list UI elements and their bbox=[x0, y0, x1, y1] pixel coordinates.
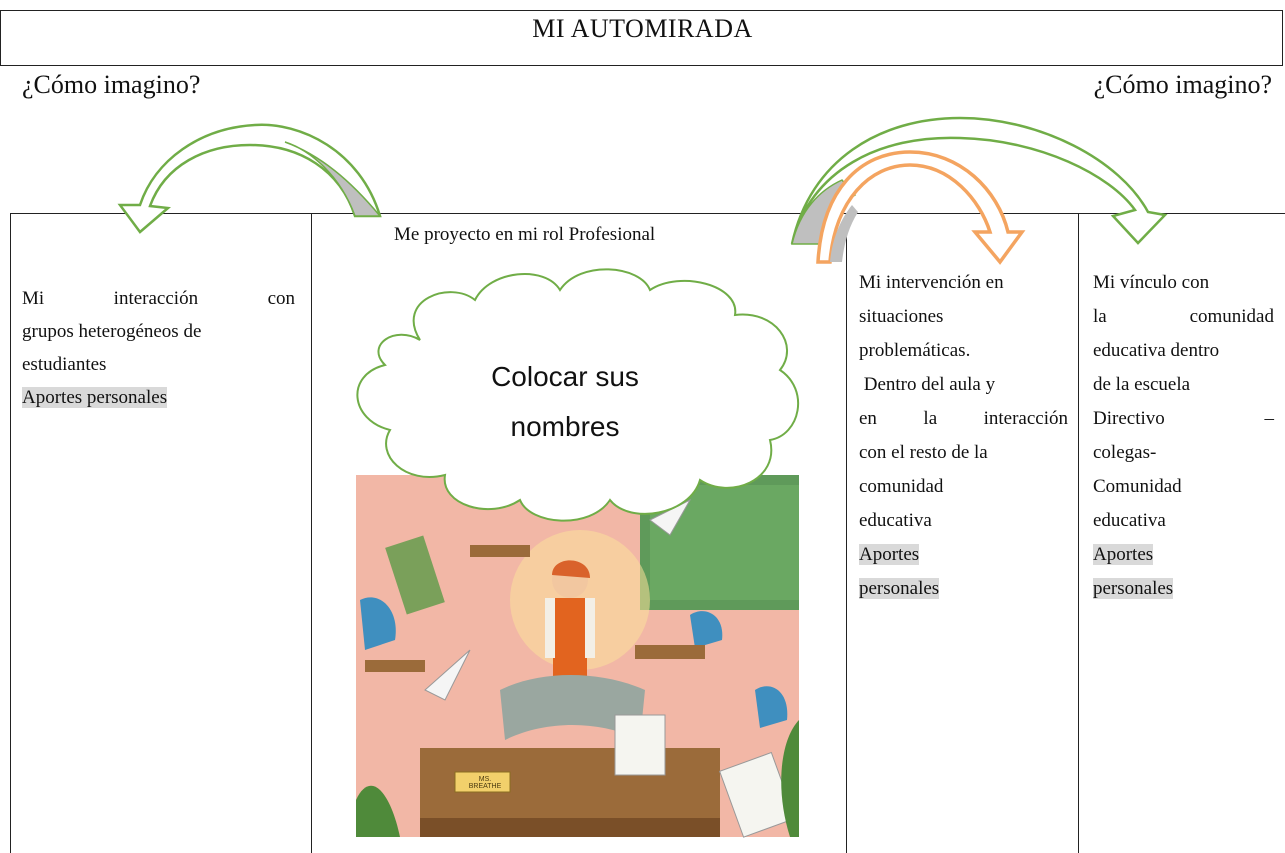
column-1-text: Mi interacción con grupos heterogéneos d… bbox=[22, 282, 295, 414]
col4-line: Comunidad bbox=[1093, 476, 1182, 497]
thought-cloud-shape bbox=[356, 268, 799, 522]
col3-line: Dentro del aula y bbox=[859, 374, 996, 395]
col4-line: educativa dentro bbox=[1093, 340, 1220, 361]
col3-line: en la interacción bbox=[859, 408, 1068, 429]
col3-line: Mi intervención en bbox=[859, 272, 1004, 293]
col3-line: comunidad bbox=[859, 476, 944, 497]
col4-line: educativa bbox=[1093, 510, 1166, 531]
col4-line: Mi vínculo con bbox=[1093, 272, 1210, 293]
column-3-text: Mi intervención en situaciones problemát… bbox=[859, 266, 1068, 606]
col4-line: Directivo – bbox=[1093, 408, 1274, 429]
col3-line: educativa bbox=[859, 510, 932, 531]
column-divider-2 bbox=[846, 213, 847, 853]
col4-line: colegas- bbox=[1093, 442, 1157, 463]
col4-highlight-2: personales bbox=[1093, 578, 1174, 599]
title-box bbox=[0, 10, 1283, 66]
page-title: MI AUTOMIRADA bbox=[532, 14, 753, 43]
cloud-line-1: Colocar sus bbox=[491, 361, 639, 392]
cloud-line-2: nombres bbox=[510, 411, 620, 442]
col1-line-2: grupos heterogéneos de bbox=[22, 321, 202, 342]
col3-line: problemáticas. bbox=[859, 340, 971, 361]
nameplate-text: MS. BREATHE bbox=[468, 776, 502, 790]
orange-curved-arrow-icon bbox=[816, 150, 1026, 265]
col3-highlight-1: Aportes bbox=[859, 544, 920, 565]
left-question: ¿Cómo imagino? bbox=[22, 70, 201, 99]
column-4-text: Mi vínculo con la comunidad educativa de… bbox=[1093, 266, 1274, 606]
col1-line-3: estudiantes bbox=[22, 354, 107, 375]
right-question: ¿Cómo imagino? bbox=[1093, 70, 1272, 99]
center-caption: Me proyecto en mi rol Profesional bbox=[394, 224, 656, 245]
column-divider-3 bbox=[1078, 213, 1079, 853]
table-border-left bbox=[10, 213, 11, 853]
col3-line: situaciones bbox=[859, 306, 944, 327]
col4-highlight-1: Aportes bbox=[1093, 544, 1154, 565]
col1-highlight: Aportes personales bbox=[22, 387, 168, 408]
col4-line: de la escuela bbox=[1093, 374, 1191, 395]
column-divider-1 bbox=[311, 213, 312, 853]
col3-line: con el resto de la bbox=[859, 442, 988, 463]
teacher-meditating-illustration bbox=[356, 475, 799, 838]
col1-line-1: Mi interacción con bbox=[22, 288, 295, 309]
table-top-border bbox=[10, 213, 1285, 853]
col4-line: la comunidad bbox=[1093, 306, 1274, 327]
col3-highlight-2: personales bbox=[859, 578, 940, 599]
left-curved-arrow-icon bbox=[117, 123, 382, 234]
cloud-text: Colocar sus nombres bbox=[440, 352, 690, 452]
